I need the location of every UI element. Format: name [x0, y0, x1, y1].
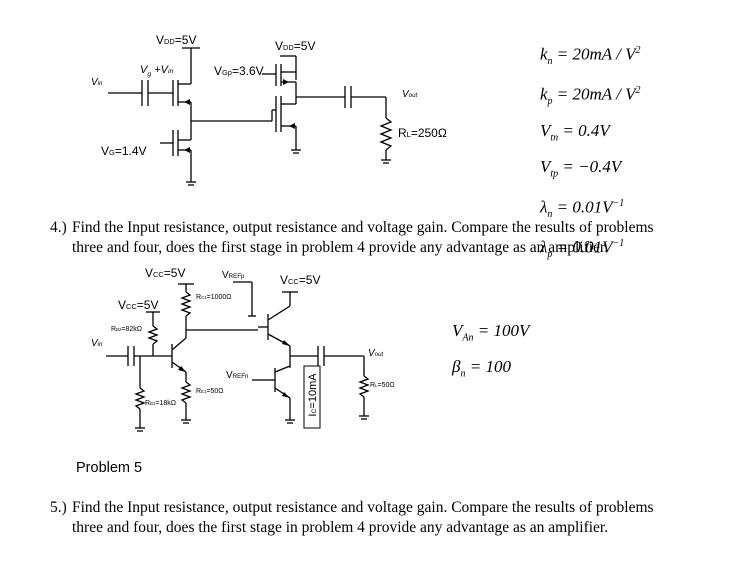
vgp-label: VGp=3.6V [214, 64, 264, 78]
vrefp-label: VREFp [222, 270, 245, 281]
parameters-list-2: VAn = 100V βn = 100 [452, 316, 529, 389]
param-kn: kn = 20mA / V2 [540, 44, 641, 68]
param-vtn: Vtn = 0.4V [540, 121, 610, 144]
param-kp: kp = 20mA / V2 [540, 84, 641, 108]
vrefn-label: VREFn [226, 370, 249, 381]
param-beta-n: βn = 100 [452, 357, 511, 380]
rc1-label: RC1=1000Ω [196, 294, 232, 301]
vout-label-1: Vout [402, 89, 418, 100]
ic-label: IC=10mA [307, 373, 319, 417]
problem-5-line1: Find the Input resistance, output resist… [72, 499, 654, 516]
vg-vin-label: Vg +Vin [140, 64, 174, 79]
re1-label: RE1=50Ω [196, 388, 224, 395]
vcc-left-label: VCC=5V [118, 298, 159, 312]
vcc-top-label: VCC=5V [145, 266, 186, 280]
problem-4-line2: three and four, does the first stage in … [72, 239, 609, 256]
vdd-left-label: VDD=5V [156, 33, 197, 47]
problem-4-text: 4.) Find the Input resistance, output res… [50, 218, 654, 258]
problem-4-number: 4.) [50, 219, 67, 236]
vdd-right-label: VDD=5V [275, 39, 316, 53]
problem-5-line2: three and four, does the first stage in … [72, 519, 609, 536]
param-lambda-n: λn = 0.01V−1 [540, 197, 625, 220]
param-lambda-p: λp = 0.01V−1 [540, 237, 625, 260]
vcc-right-label: VCC=5V [280, 273, 321, 287]
problem-5-text: 5.) Find the Input resistance, output res… [50, 498, 654, 538]
problem-5-number: 5.) [50, 499, 67, 516]
rb2-label: RB2=82kΩ [111, 326, 142, 333]
rl-label-1: RL=250Ω [398, 126, 447, 140]
param-van: VAn = 100V [452, 321, 530, 344]
vg-label: VG=1.4V [101, 144, 147, 158]
vin-label-2: Vin [91, 338, 103, 349]
rb1-label: RB1=18kΩ [145, 400, 176, 407]
problem-4-line1: Find the Input resistance, output resist… [72, 219, 654, 236]
param-vtp: Vtp = −0.4V [540, 157, 622, 180]
rl-label-2: RL=50Ω [370, 382, 395, 389]
vout-label-2: Vout [368, 348, 384, 359]
problem-5-heading: Problem 5 [76, 460, 143, 476]
parameters-list-1: kn = 20mA / V2 kp = 20mA / V2 Vtn = 0.4V… [540, 36, 640, 269]
vin-label-1: Vin [91, 77, 103, 88]
